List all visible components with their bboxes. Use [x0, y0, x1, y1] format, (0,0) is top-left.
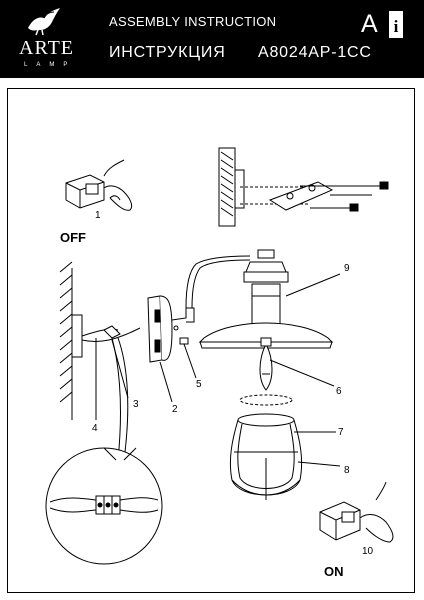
- lamp-body: [198, 249, 334, 349]
- callout-7: 7: [338, 427, 344, 438]
- callout-1: 1: [95, 210, 101, 221]
- instruction-frame: [7, 88, 415, 593]
- callout-10: 10: [362, 546, 374, 557]
- wall-profile-main: [59, 261, 83, 420]
- wall-profile-top: [218, 147, 245, 227]
- lamp-arm: [171, 255, 251, 345]
- griffin-logo-icon: [28, 8, 60, 36]
- callout-9: 9: [344, 263, 350, 274]
- brand-wordmark: ARTE: [19, 37, 75, 59]
- header-bar: ARTE LAMP ASSEMBLY INSTRUCTION ИНСТРУКЦИ…: [0, 0, 424, 78]
- mounting-plate-screws: [240, 181, 389, 212]
- callout-6: 6: [336, 386, 342, 397]
- title-russian: ИНСТРУКЦИЯ: [109, 44, 226, 61]
- wall-wires: [81, 325, 141, 461]
- callout-leader-lines: [95, 273, 341, 467]
- callout-3: 3: [133, 399, 139, 410]
- brand-subtitle: LAMP: [24, 62, 77, 68]
- off-label: OFF: [60, 230, 86, 245]
- title-english: ASSEMBLY INSTRUCTION: [109, 14, 277, 29]
- ring-washer: [239, 394, 293, 406]
- switch-box-on-icon: [319, 481, 394, 543]
- wire-connector-detail: [45, 447, 163, 565]
- model-number: A8024AP-1CC: [258, 44, 372, 61]
- on-label: ON: [324, 564, 344, 579]
- callout-8: 8: [344, 465, 350, 476]
- canopy-plate: [147, 295, 179, 363]
- switch-box-off-icon: [65, 159, 133, 211]
- brand-letter-mark: A: [361, 10, 378, 38]
- callout-2: 2: [172, 404, 178, 415]
- callout-4: 4: [92, 423, 98, 434]
- candle-bulb-icon: [259, 337, 273, 391]
- callout-5: 5: [196, 379, 202, 390]
- glass-cage: [229, 413, 303, 500]
- info-icon: i: [389, 11, 403, 38]
